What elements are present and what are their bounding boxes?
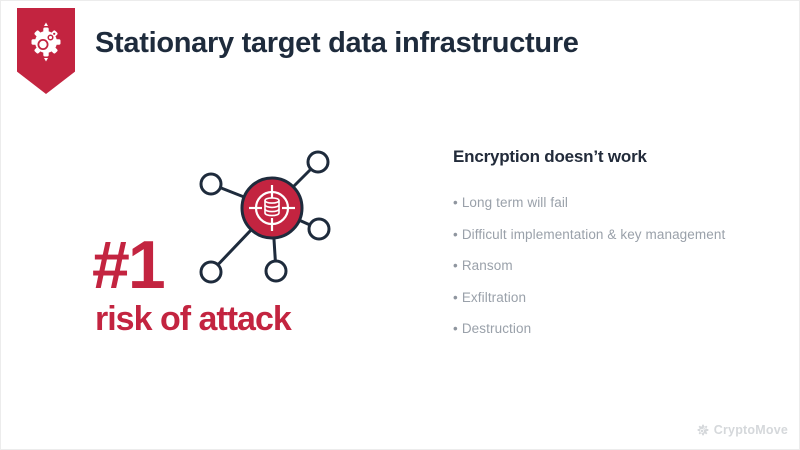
targeted-database-network-icon (199, 150, 331, 284)
bullet-marker: • (453, 258, 458, 273)
bullet-text: Destruction (461, 321, 532, 336)
bullet-item: •Long term will fail (453, 196, 773, 210)
gear-icon (697, 424, 709, 436)
panel-heading: Encryption doesn’t work (453, 147, 647, 166)
corner-ribbon-badge (17, 8, 75, 94)
bullet-item: •Exfiltration (453, 289, 773, 305)
bullet-text: Long term will fail (461, 195, 569, 210)
bullet-text: Exfiltration (461, 289, 527, 305)
database-icon (264, 197, 280, 217)
slide-title: Stationary target data infrastructure (95, 27, 579, 59)
stat-label: risk of attack (95, 300, 292, 338)
bullet-marker: • (453, 289, 458, 305)
crosshair-icon (249, 185, 295, 231)
bullet-list: •Long term will fail •Difficult implemen… (453, 196, 773, 336)
bullet-item: •Ransom (453, 259, 773, 273)
stat-number: #1 (92, 227, 166, 303)
content-panel: Encryption doesn’t work •Long term will … (453, 147, 773, 354)
brand-logo: CryptoMove (696, 423, 788, 437)
bullet-marker: • (453, 321, 458, 336)
bullet-item: •Difficult implementation & key manageme… (453, 226, 773, 242)
gear-icon (31, 22, 61, 62)
bullet-marker: • (453, 195, 458, 210)
bullet-text: Difficult implementation & key managemen… (461, 226, 726, 242)
brand-name: CryptoMove (713, 423, 788, 437)
bullet-item: •Destruction (453, 322, 773, 336)
bullet-marker: • (453, 226, 458, 242)
bullet-text: Ransom (461, 258, 513, 273)
